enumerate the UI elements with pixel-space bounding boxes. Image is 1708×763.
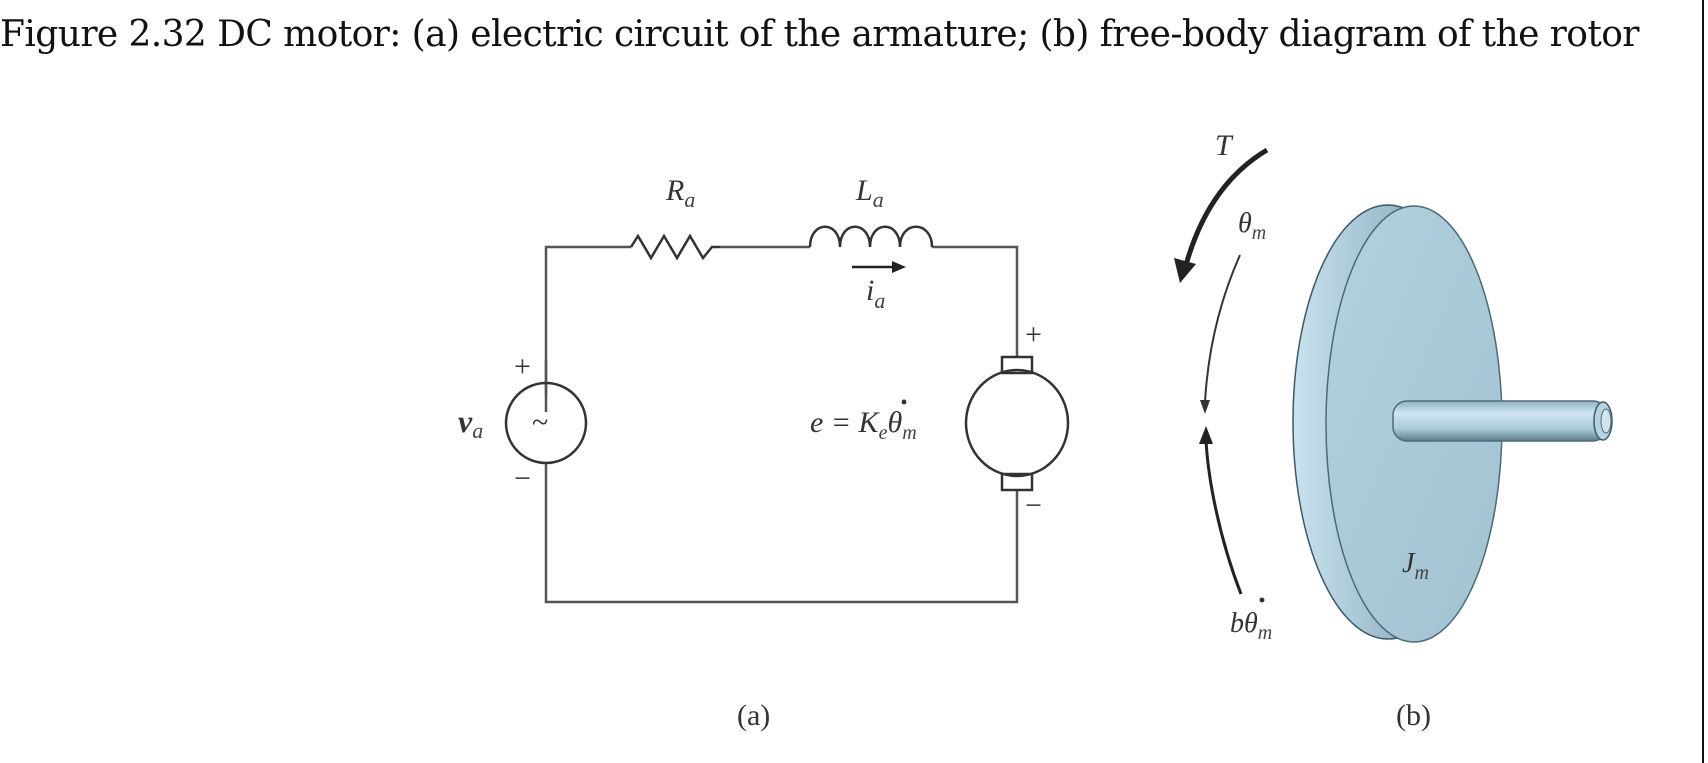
voltage-source-symbol	[504, 381, 588, 465]
inductor-symbol	[808, 225, 934, 248]
resistor-label: Ra	[665, 174, 695, 212]
rotor-shaft	[1392, 400, 1613, 442]
motor-minus-sign: −	[1025, 489, 1042, 522]
friction-theta-dot	[1259, 597, 1265, 603]
angle-label: θm	[1238, 208, 1266, 244]
circuit-wires	[544, 245, 1019, 604]
source-plus-sign: +	[514, 350, 531, 383]
torque-label: T	[1215, 129, 1234, 162]
friction-label: bθm	[1230, 608, 1272, 644]
wire-bottom	[544, 462, 1019, 604]
source-voltage-label: va	[458, 403, 483, 443]
source-minus-sign: −	[514, 462, 531, 495]
dc-motor-symbol	[964, 355, 1070, 492]
panel-a-label: (a)	[737, 699, 770, 732]
ac-tilde-icon: ~	[532, 406, 548, 439]
torque-arrow-icon	[1174, 147, 1269, 283]
back-emf-label: e = Keθm	[810, 406, 917, 444]
motor-plus-sign: +	[1025, 318, 1042, 351]
friction-arrow-icon	[1199, 426, 1243, 595]
panel-b-label: (b)	[1396, 699, 1431, 732]
wire-right-top	[932, 245, 1019, 357]
armature-circuit: Ra La ia ~ + − va + − e = Keθm (a)	[458, 174, 1070, 732]
current-arrow-icon	[852, 261, 906, 273]
page-edge-line	[1702, 0, 1704, 763]
rotor-diagram: T θm bθm Jm (b)	[1174, 129, 1613, 732]
wire-left-top	[544, 245, 631, 412]
figure-caption: Figure 2.32 DC motor: (a) electric circu…	[0, 14, 1639, 55]
theta-dot-mark	[901, 399, 907, 405]
resistor-symbol	[629, 233, 720, 261]
inertia-label: Jm	[1402, 548, 1429, 584]
inductor-label: La	[855, 174, 884, 212]
angle-arrow-icon	[1200, 254, 1241, 414]
current-label: ia	[866, 274, 885, 313]
